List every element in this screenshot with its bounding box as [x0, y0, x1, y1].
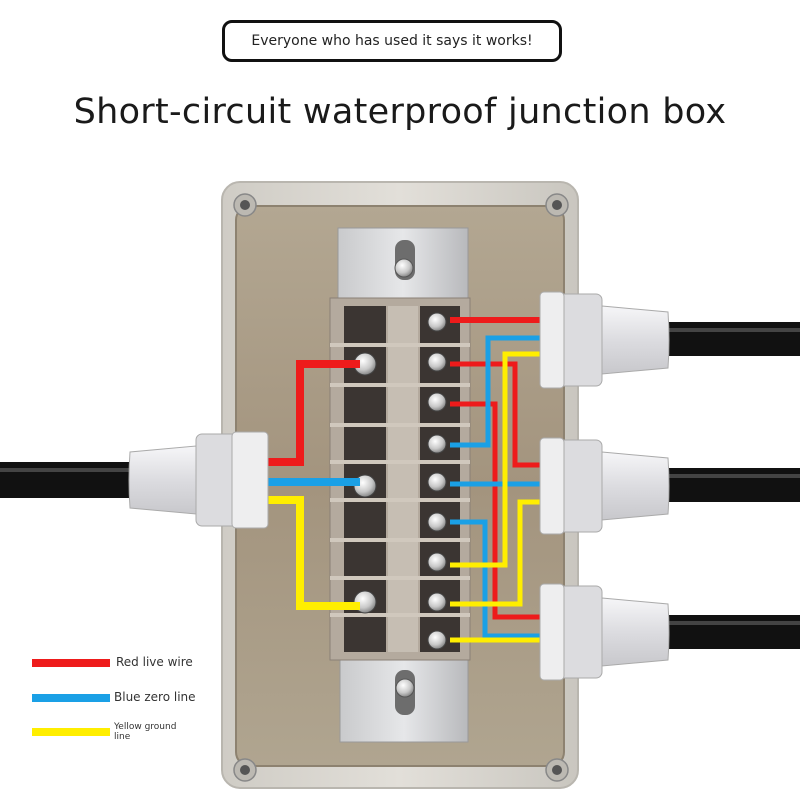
- screw-icon: [427, 630, 447, 650]
- screw-icon: [427, 552, 447, 572]
- mounting-hole-icon: [233, 193, 569, 782]
- cables: [0, 322, 800, 649]
- legend-label-blue: Blue zero line: [114, 690, 196, 704]
- cable-right-top: [660, 322, 800, 356]
- legend-label-red: Red live wire: [116, 655, 193, 669]
- screw-icon: [427, 392, 447, 412]
- legend-swatch-blue: [32, 694, 110, 702]
- cable-left: [0, 462, 140, 498]
- cable-right-middle: [660, 468, 800, 502]
- legend-swatch-red: [32, 659, 110, 667]
- screw-icon: [427, 592, 447, 612]
- bottom-rail-bracket: [339, 659, 469, 743]
- cable-right-bottom: [660, 615, 800, 649]
- screw-icon: [394, 258, 414, 278]
- cable-gland-icon: [128, 291, 670, 681]
- screw-icon: [427, 352, 447, 372]
- screw-icon: [427, 434, 447, 454]
- wiring: [268, 317, 545, 643]
- page-title: Short-circuit waterproof junction box: [73, 92, 727, 132]
- slogan-text: Everyone who has used it says it works!: [251, 33, 533, 49]
- legend-swatch-yellow: [32, 728, 110, 736]
- screw-icon: [427, 312, 447, 332]
- yellow-ground-wire: [268, 496, 360, 610]
- legend-swatches: [32, 659, 110, 736]
- screw-icon: [427, 512, 447, 532]
- top-rail-bracket: [337, 227, 469, 299]
- slogan-banner: Everyone who has used it says it works!: [222, 20, 562, 62]
- red-live-wire: [268, 360, 360, 466]
- screw-icon: [395, 678, 415, 698]
- screw-icon: [427, 472, 447, 492]
- legend-label-yellow: Yellow ground line: [114, 722, 177, 742]
